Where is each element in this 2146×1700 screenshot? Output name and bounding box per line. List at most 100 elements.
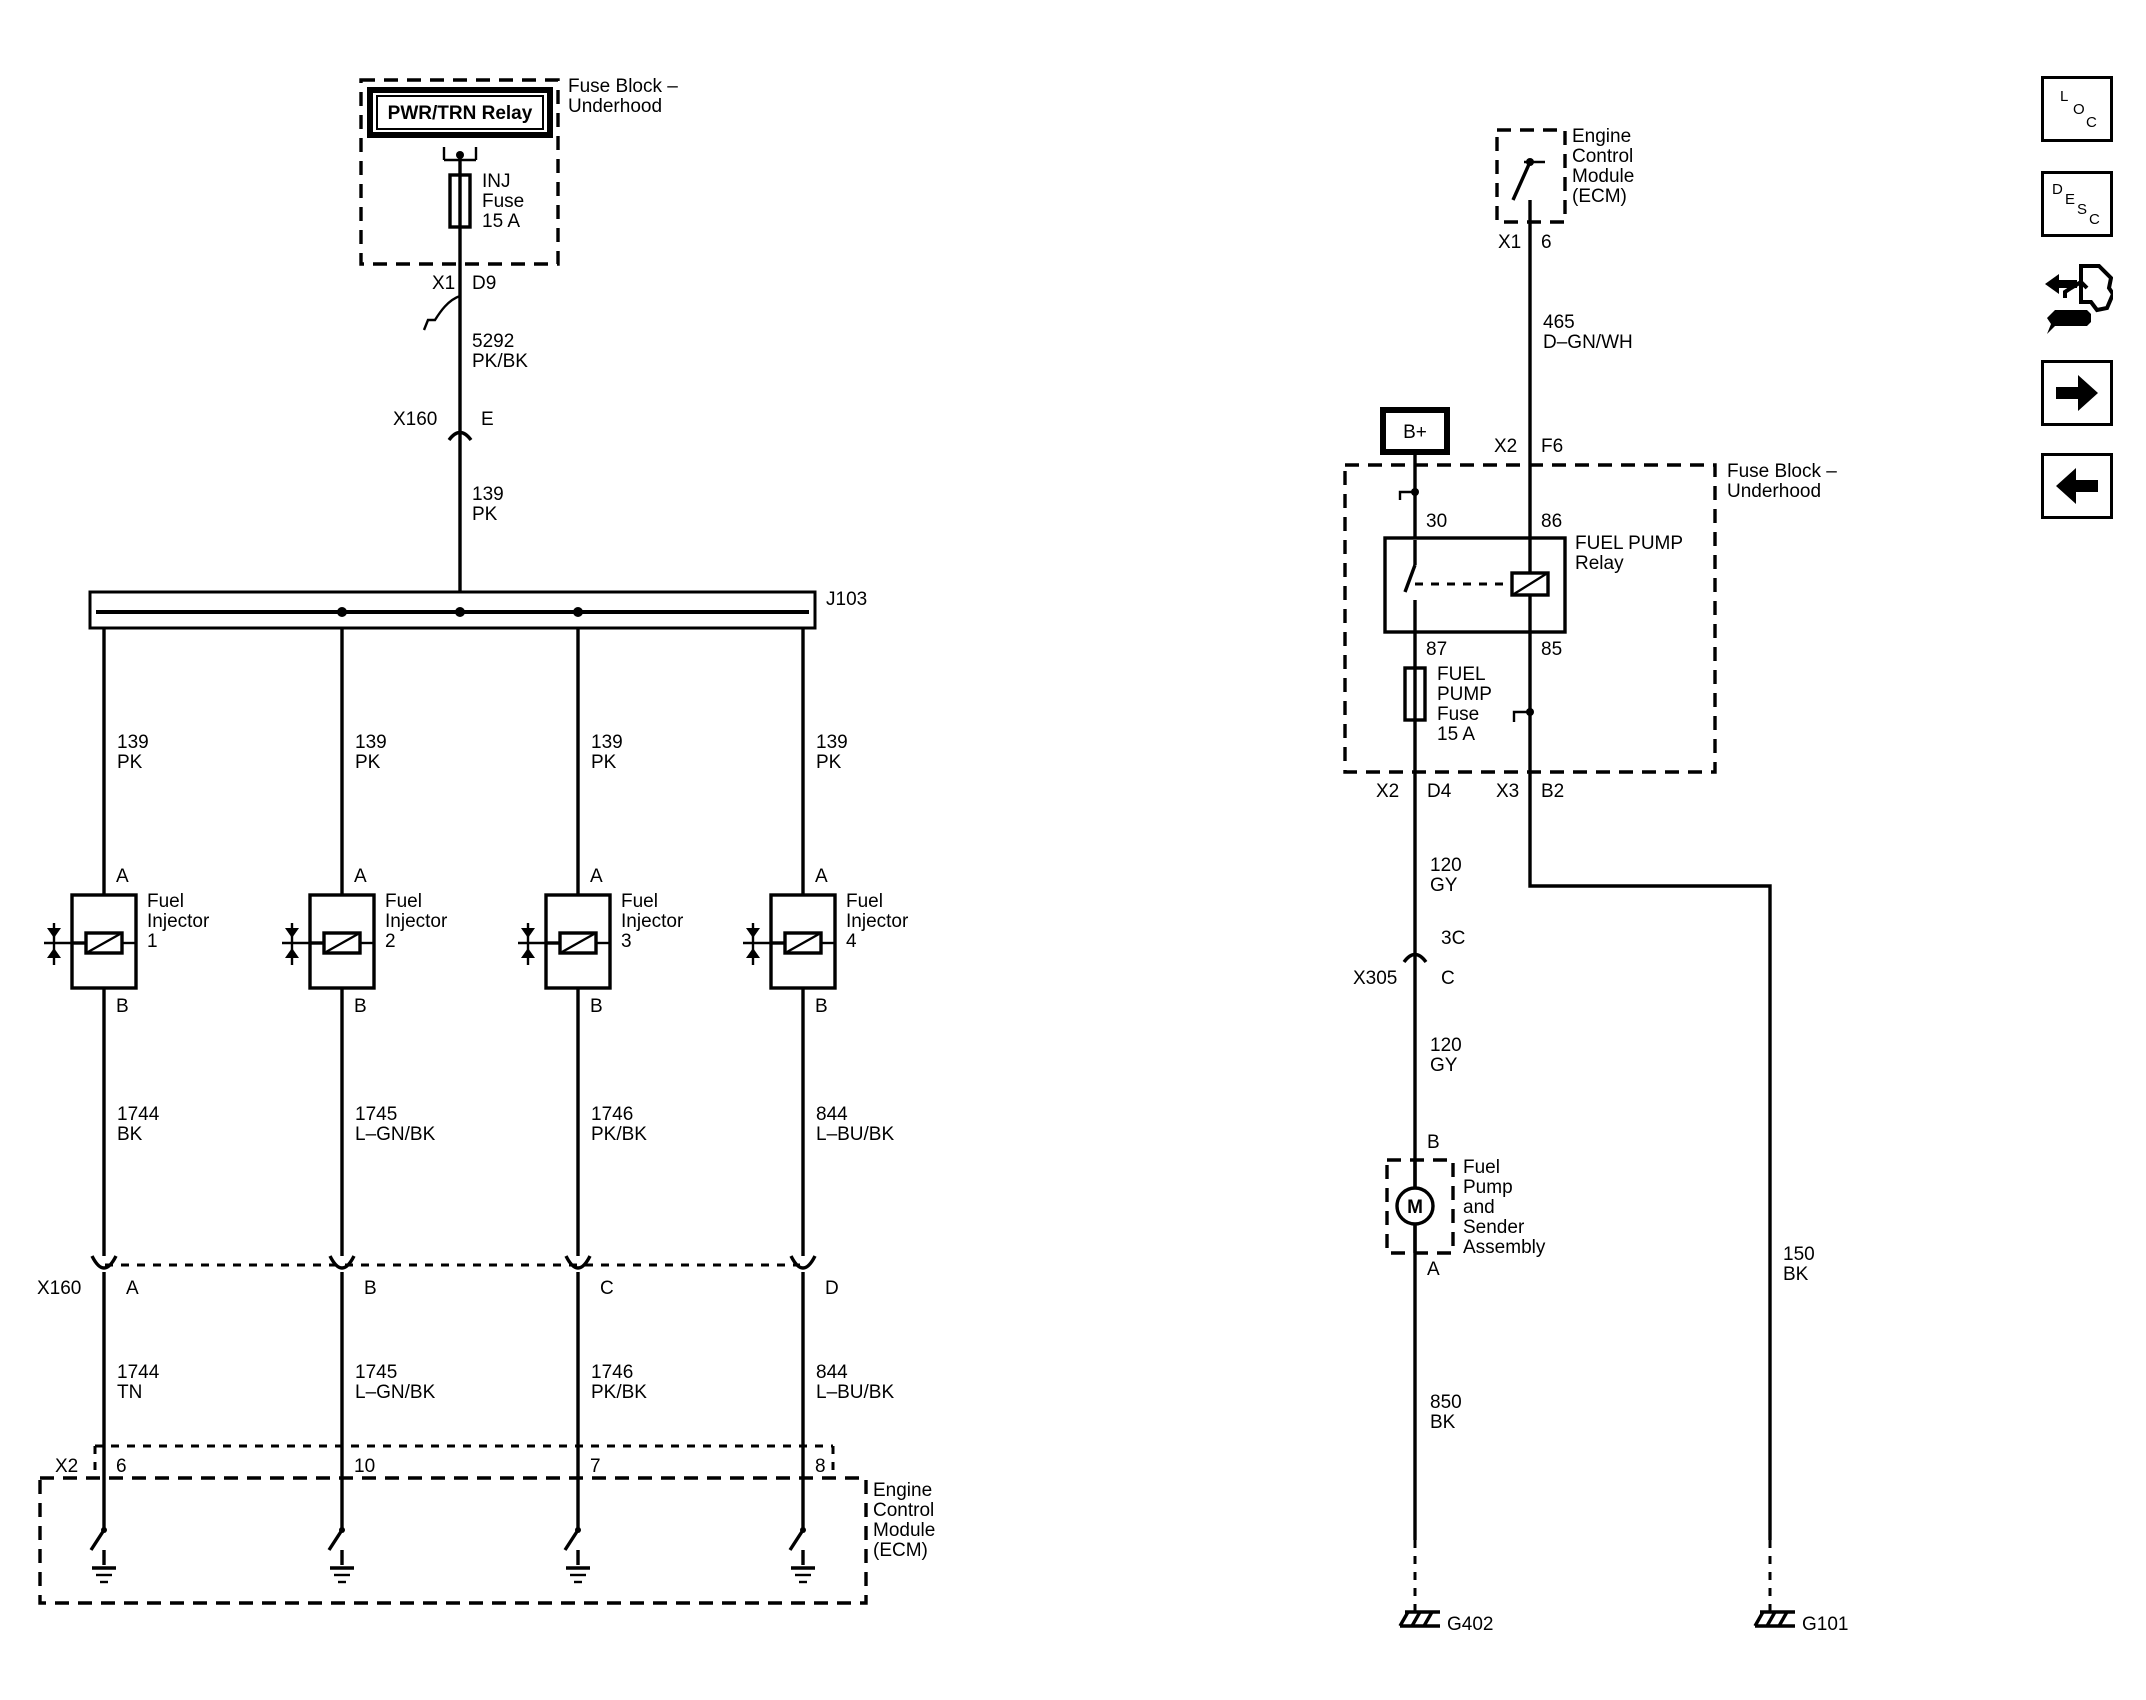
ecm-pin-label-2: 10: [354, 1456, 375, 1477]
svg-text:X305: X305: [1353, 968, 1397, 989]
svg-text:X1: X1: [1498, 232, 1521, 253]
pin-a-label-1: A: [116, 866, 129, 887]
svg-text:D9: D9: [472, 273, 496, 294]
svg-text:X3: X3: [1496, 781, 1519, 802]
diagnostic-tools-button[interactable]: [2041, 258, 2116, 340]
arrow-left-icon: [2056, 468, 2098, 504]
svg-text:X2: X2: [55, 1456, 78, 1477]
x305-connector: [1402, 952, 1428, 964]
svg-text:A: A: [1427, 1259, 1440, 1280]
ground-g402: G402: [1398, 1540, 1493, 1635]
ground-g101: G101: [1753, 1540, 1848, 1635]
svg-text:86: 86: [1541, 511, 1562, 532]
svg-text:Fuse Block –Underhood: Fuse Block –Underhood: [1727, 461, 1837, 502]
svg-text:B: B: [1427, 1132, 1440, 1153]
x160-connector-3: [564, 1255, 592, 1270]
arrow-right-icon: [2056, 375, 2098, 411]
x160-connector-4: [789, 1255, 817, 1270]
svg-text:J103: J103: [826, 589, 867, 610]
description-button[interactable]: D E S C: [2041, 171, 2113, 237]
next-page-button[interactable]: [2041, 360, 2113, 426]
svg-text:X2: X2: [1494, 436, 1517, 457]
pin-a-label-3: A: [590, 866, 603, 887]
splice-j103: J103: [88, 589, 867, 630]
svg-text:3C: 3C: [1441, 928, 1465, 949]
svg-text:6: 6: [1541, 232, 1552, 253]
x160-connector-2: [328, 1255, 356, 1270]
svg-text:85: 85: [1541, 639, 1562, 660]
ecm-pin-label-1: 6: [116, 1456, 127, 1477]
ecm-pin-label-4: 8: [815, 1456, 826, 1477]
b-plus-terminal: B+: [1380, 407, 1450, 455]
svg-text:B2: B2: [1541, 781, 1564, 802]
svg-text:G101: G101: [1802, 1614, 1848, 1635]
svg-text:30: 30: [1426, 511, 1447, 532]
svg-text:Fuse Block –Underhood: Fuse Block –Underhood: [568, 76, 678, 117]
pin-b-label-3: B: [590, 996, 603, 1017]
x160-pin-label-4: D: [825, 1278, 839, 1299]
pin-b-label-1: B: [116, 996, 129, 1017]
svg-text:C: C: [1441, 968, 1455, 989]
svg-text:E: E: [481, 409, 494, 430]
svg-text:X1: X1: [432, 273, 455, 294]
tools-connector-icon: [2045, 264, 2116, 334]
svg-text:M: M: [1407, 1197, 1423, 1218]
svg-text:X160: X160: [37, 1278, 81, 1299]
pin-b-label-4: B: [815, 996, 828, 1017]
svg-text:B+: B+: [1403, 422, 1427, 443]
wire-150-bk: [1528, 772, 1772, 1540]
pin-a-label-2: A: [354, 866, 367, 887]
previous-page-button[interactable]: [2041, 453, 2113, 519]
x160-pin-label-2: B: [364, 1278, 377, 1299]
x160-connector-e: [447, 430, 473, 442]
pin-a-label-4: A: [815, 866, 828, 887]
svg-text:X2: X2: [1376, 781, 1399, 802]
svg-text:87: 87: [1426, 639, 1447, 660]
x160-pin-label-3: C: [600, 1278, 614, 1299]
svg-text:F6: F6: [1541, 436, 1563, 457]
location-button[interactable]: L O C: [2041, 76, 2113, 142]
svg-text:G402: G402: [1447, 1614, 1493, 1635]
pin-b-label-2: B: [354, 996, 367, 1017]
x160-pin-label-1: A: [126, 1278, 139, 1299]
